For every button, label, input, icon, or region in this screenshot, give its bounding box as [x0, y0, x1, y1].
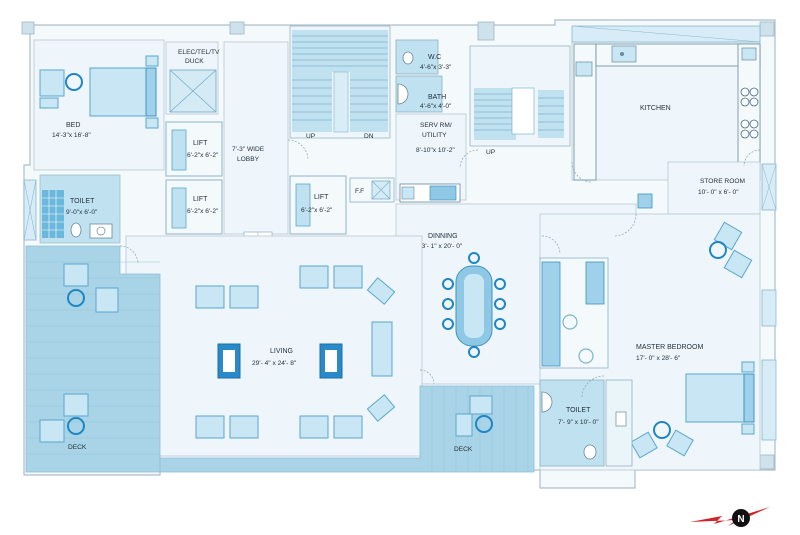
- stair-2-treads: [474, 87, 564, 140]
- lift-1-size: 6'-2"x 6'-2": [187, 152, 219, 159]
- bed-headboard: [145, 67, 157, 117]
- dinning-label: DINNING: [428, 233, 458, 240]
- deck-chair: [469, 395, 493, 415]
- fridge-icon: [637, 193, 653, 209]
- window: [761, 289, 777, 327]
- sink-icon: [741, 47, 757, 61]
- stair-treads: [292, 30, 388, 133]
- bedside-table: [145, 55, 159, 67]
- washbasin-icon: [89, 223, 113, 239]
- lift-1-label: LIFT: [193, 140, 208, 147]
- dining-table: [442, 252, 506, 358]
- wc-icon: [583, 444, 597, 460]
- armchair: [39, 97, 59, 109]
- north-letter: N: [737, 514, 744, 525]
- bedside-table: [741, 361, 755, 373]
- serv-size: 8'-10"x 10'-2": [416, 147, 455, 154]
- toilet-right-size: 7'- 9" x 10'- 0": [558, 419, 599, 426]
- bath-label: BATH: [428, 94, 446, 101]
- master-bed: [685, 373, 755, 423]
- tile-grid: [42, 190, 64, 238]
- hob-icon: [740, 87, 759, 139]
- elec-duct-label: ELEC/TEL/TV: [178, 49, 220, 56]
- basin-icon: [541, 391, 553, 413]
- lift-2-size: 6'-2"x 6'-2": [187, 208, 219, 215]
- kitchen-label: KITCHEN: [640, 105, 671, 112]
- bed-size: 14'-3"x 16'-8": [52, 132, 91, 139]
- kitchen-counter-right: [737, 43, 761, 181]
- store-label: STORE ROOM: [700, 178, 745, 185]
- living-size: 29'- 4" x 24'- 8": [252, 360, 297, 367]
- deck-chair: [39, 419, 65, 443]
- double-bed: [89, 67, 155, 117]
- side-table: [65, 73, 83, 91]
- lobby-label: 7'-3" WIDE: [232, 146, 265, 153]
- toilet-right-label: TOILET: [566, 407, 591, 414]
- deck-table: [67, 417, 85, 435]
- serv-label: SERV RM/: [420, 122, 452, 129]
- lobby: [223, 41, 289, 235]
- lift-3-size: 6'-2"x 6'-2": [301, 207, 333, 214]
- stair-down-mark: DN: [364, 133, 374, 140]
- serv-label-2: UTILITY: [422, 132, 447, 139]
- door-swings: [119, 139, 761, 399]
- master-label: MASTER BEDROOM: [636, 344, 703, 351]
- north-arrow-icon: [690, 507, 770, 526]
- deck-table: [67, 289, 85, 307]
- wc-icon: [70, 222, 82, 238]
- wc-icon: [402, 51, 414, 65]
- wardrobe: [585, 261, 605, 305]
- master-chairs-bottom: [630, 421, 694, 459]
- bedside-table: [145, 117, 159, 129]
- stair-2-up-mark: UP: [486, 149, 496, 156]
- dinning-size: 13'- 1" x 20'- 0": [418, 243, 463, 250]
- deck-table: [475, 415, 493, 433]
- sink-icon: [575, 61, 593, 77]
- deck-chair: [95, 287, 119, 313]
- lift-2-label: LIFT: [193, 196, 208, 203]
- stair-up-mark: UP: [306, 133, 316, 140]
- window: [761, 359, 777, 441]
- lift-3-label: LIFT: [314, 194, 329, 201]
- toilet-left-label: TOILET: [70, 198, 95, 205]
- lobby-label-2: LOBBY: [237, 156, 260, 163]
- deck-chair: [63, 263, 89, 287]
- wc-label: W.C: [428, 54, 441, 61]
- ff-mark: F.F: [355, 188, 364, 195]
- basin-icon: [397, 83, 409, 105]
- master-size: 17'- 0" x 28'- 6": [636, 355, 681, 362]
- wc-size: 4'-6"x 3'-3": [420, 64, 452, 71]
- deck-chair: [63, 393, 89, 417]
- kitchen-counter-left: [573, 43, 597, 181]
- deck-mid-label: DECK: [454, 446, 473, 453]
- north-arrow: N: [690, 507, 770, 527]
- armchair: [39, 69, 65, 97]
- elec-duct-label-2: DUCK: [185, 58, 204, 65]
- store-room: [667, 161, 761, 215]
- living-label: LIVING: [270, 348, 293, 355]
- bed-label: BED: [66, 122, 80, 129]
- deck-middle: [159, 385, 535, 473]
- living-furniture: [195, 265, 396, 439]
- deck-chair: [455, 413, 473, 437]
- bedside-table: [741, 423, 755, 435]
- bed-headboard: [743, 373, 755, 423]
- deck-left-label: DECK: [68, 444, 87, 451]
- toilet-left-size: 9'-0"x 6'-0": [66, 209, 98, 216]
- bath-size: 4'-6"x 4'-0": [420, 103, 452, 110]
- master-chairs-top: [709, 221, 753, 279]
- wardrobe: [541, 261, 561, 367]
- store-size: 10'- 0" x 6'- 0": [698, 189, 739, 196]
